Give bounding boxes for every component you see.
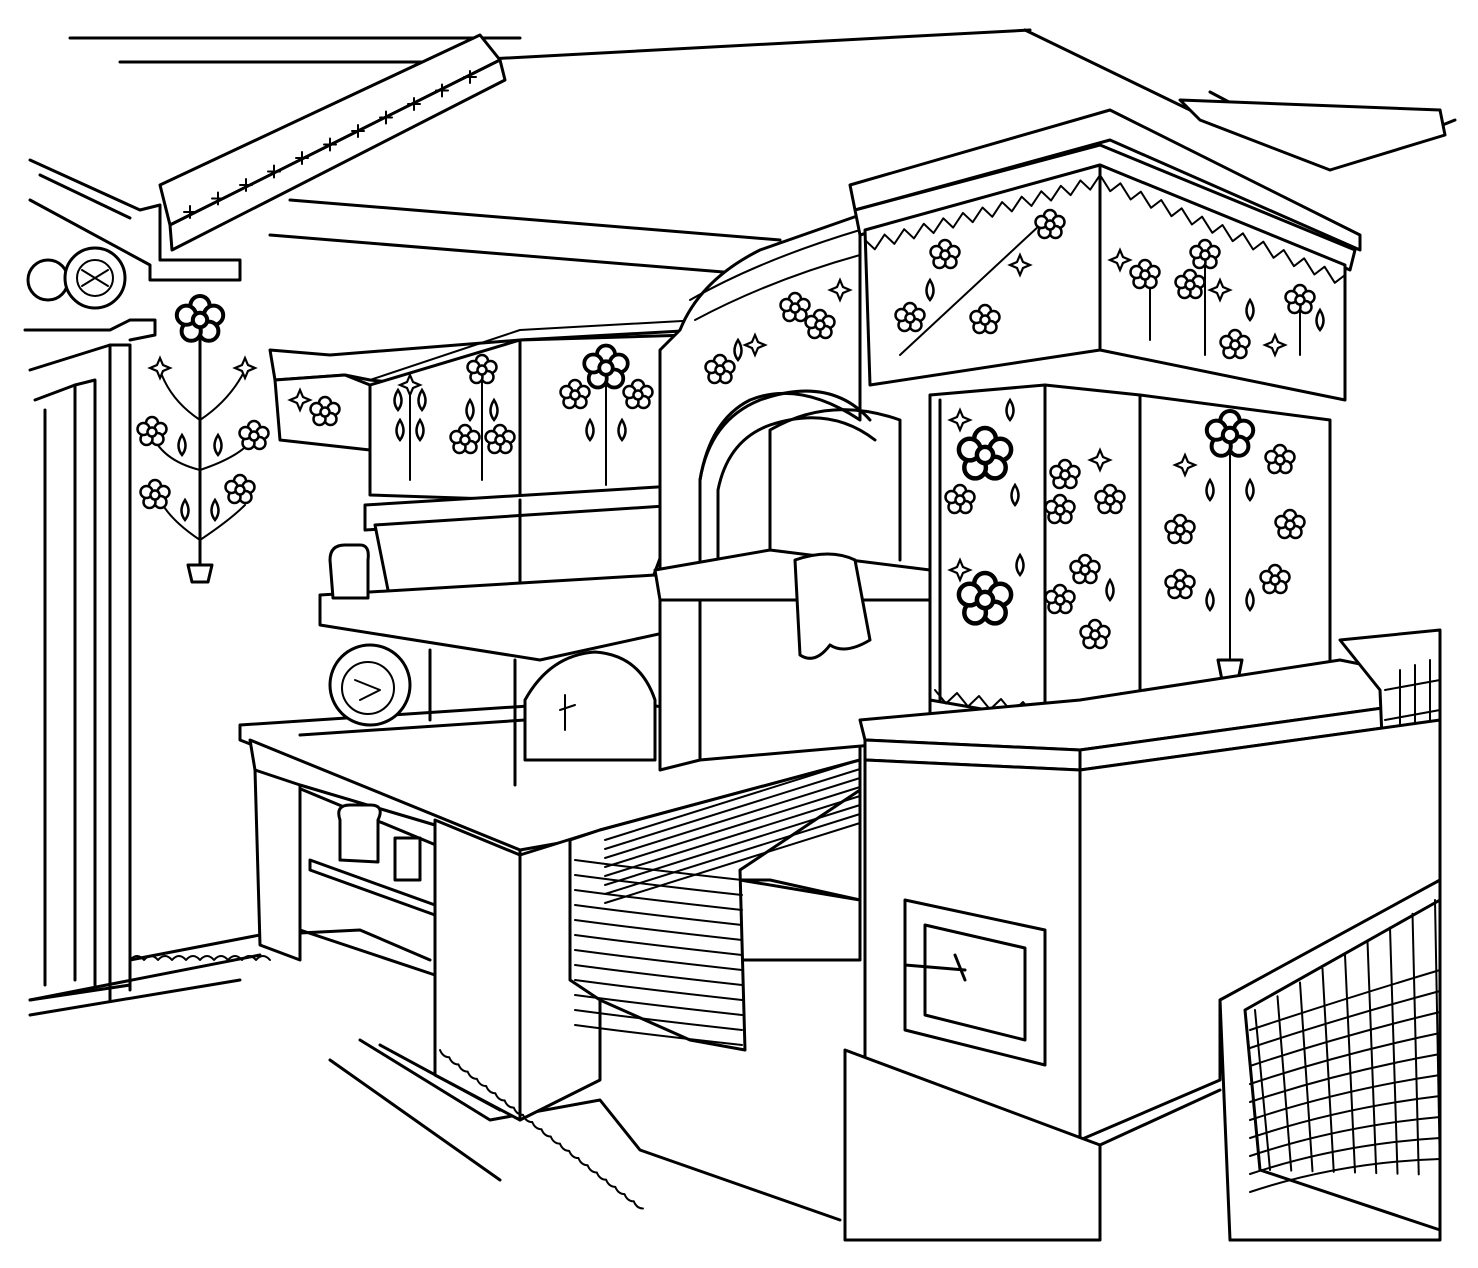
wall-flower-motif [136, 296, 270, 584]
baseboard-scallop [129, 955, 644, 1210]
bed [1218, 878, 1442, 1242]
wall-dish [328, 643, 412, 727]
wall-plates [26, 246, 127, 310]
ceiling-beam [158, 33, 507, 252]
shelf-niche [298, 783, 437, 977]
wall-cornice [28, 158, 242, 282]
striped-blanket [568, 758, 862, 1052]
stove-cornice [848, 108, 1362, 272]
stove-door [903, 898, 1047, 1067]
stove-middle-tile-block [928, 383, 1332, 722]
oven-mouth [523, 650, 657, 762]
door-frame [23, 318, 157, 1002]
oven-tile-flowers [288, 343, 654, 486]
baking-trough [363, 483, 692, 607]
stove-upper-tile-block [863, 163, 1347, 402]
ceiling-beam-right [1178, 98, 1447, 172]
arch [658, 213, 902, 772]
